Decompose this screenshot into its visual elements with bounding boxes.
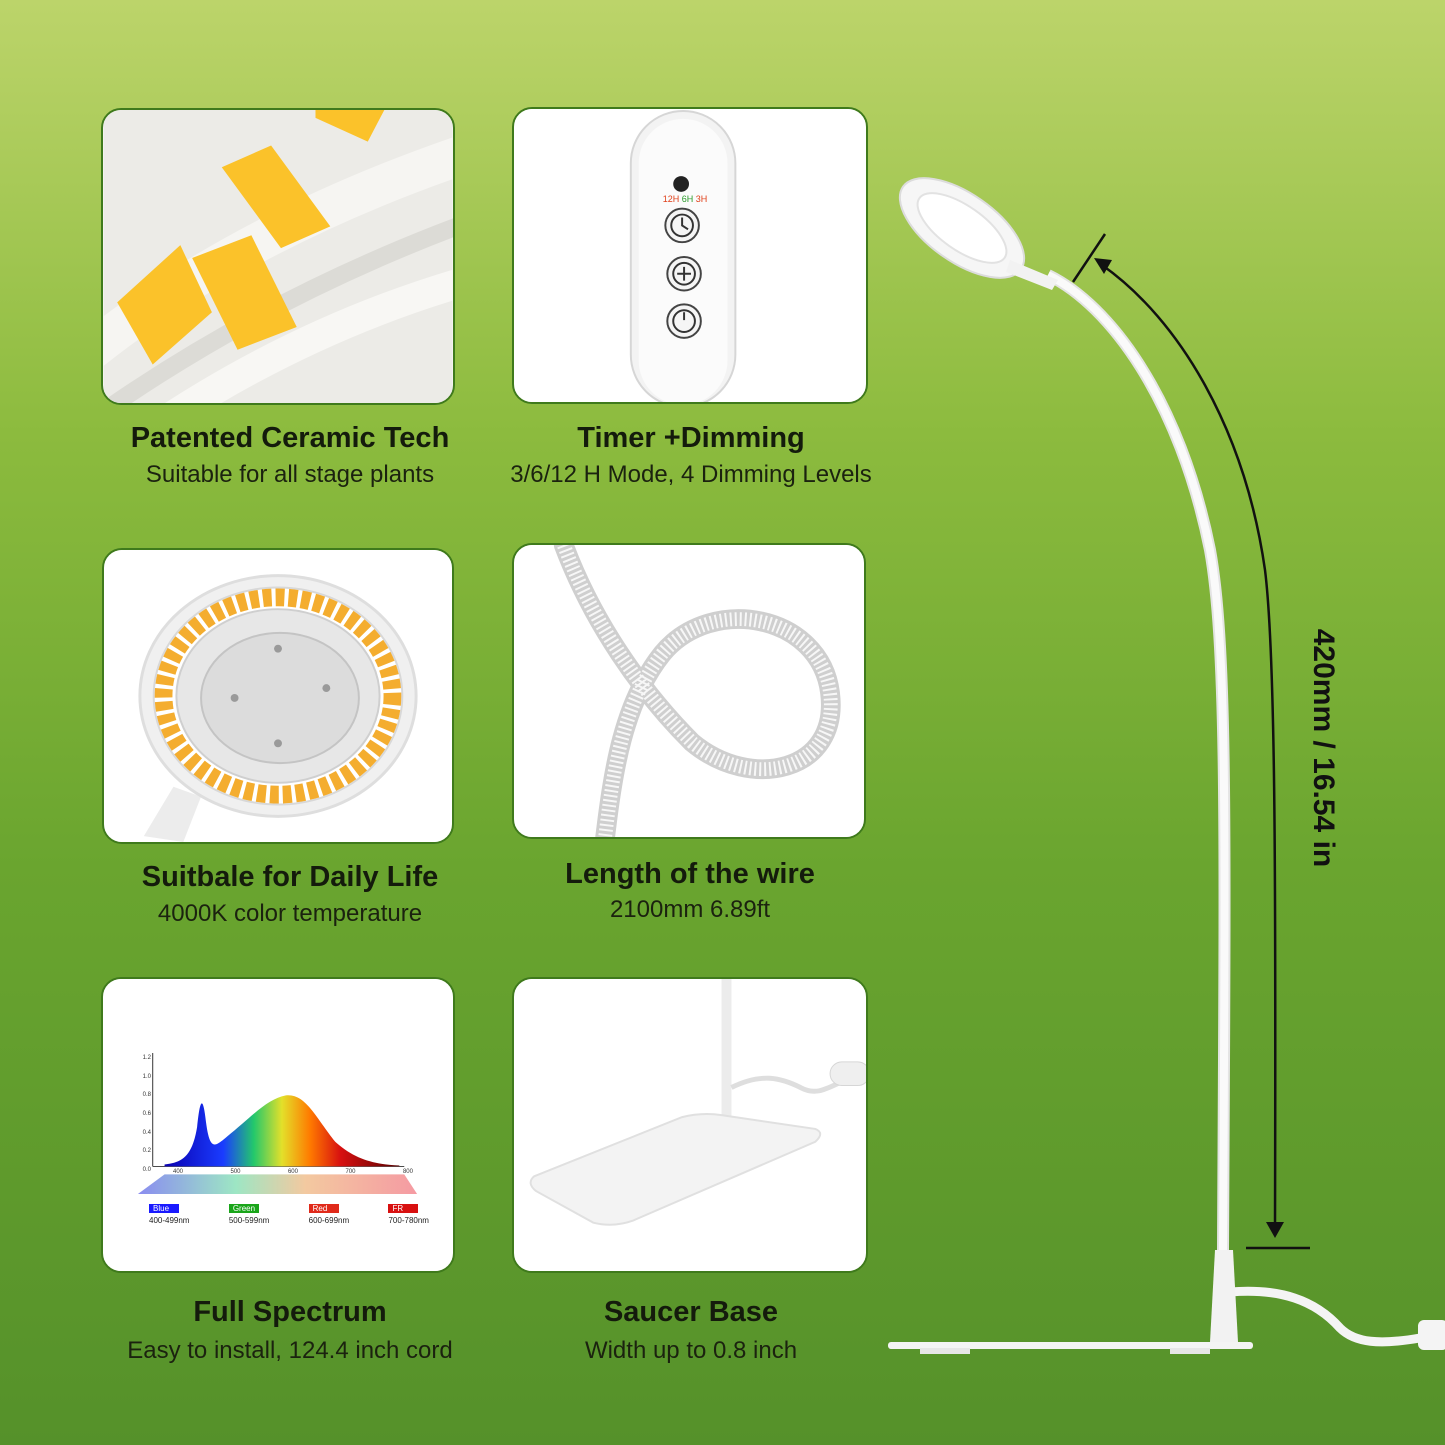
gooseneck-wire-image	[514, 545, 864, 837]
feature-title: Saucer Base	[603, 1296, 779, 1328]
gooseneck-lamp-illustration	[888, 177, 1445, 1354]
feature-subtitle: Suitable for all stage plants	[145, 461, 435, 488]
mode-3h: 3H	[695, 194, 708, 204]
legend-swatch-fr: FR	[388, 1204, 419, 1213]
legend-item-blue: Blue 400-499nm	[149, 1204, 189, 1225]
legend-item-red: Red 600-699nm	[308, 1204, 350, 1225]
x-tick: 500	[230, 1169, 241, 1175]
y-tick: 0.0	[142, 1166, 151, 1173]
spectrum-card: 1.2 1.0 0.8 0.6 0.4 0.2 0.0 400 500 600 …	[101, 977, 455, 1273]
feature-title: Suitbale for Daily Life	[141, 861, 439, 893]
ceramic-chip-image	[103, 110, 453, 403]
feature-subtitle: Easy to install, 124.4 inch cord	[127, 1337, 453, 1364]
legend-range: 400-499nm	[149, 1216, 190, 1225]
feature-title: Full Spectrum	[193, 1296, 387, 1328]
legend-swatch-red: Red	[308, 1204, 339, 1213]
saucer-base-image	[514, 979, 866, 1271]
feature-title: Length of the wire	[565, 858, 815, 890]
spectrum-x-ticks: 400 500 600 700 800	[173, 1169, 413, 1175]
mode-6h: 6H	[681, 194, 694, 204]
x-tick: 400	[173, 1169, 184, 1175]
feature-subtitle: 3/6/12 H Mode, 4 Dimming Levels	[510, 461, 872, 488]
feature-title: Timer +Dimming	[577, 422, 805, 454]
led-ring-card	[102, 548, 454, 844]
legend-item-fr: FR 700-780nm	[388, 1204, 429, 1225]
x-tick: 600	[287, 1169, 298, 1175]
x-tick: 800	[402, 1169, 413, 1175]
legend-swatch-blue: Blue	[149, 1204, 179, 1213]
y-tick: 1.0	[142, 1073, 151, 1080]
spectrum-y-ticks: 1.2 1.0 0.8 0.6 0.4 0.2 0.0	[133, 1055, 151, 1173]
y-tick: 0.2	[142, 1148, 151, 1155]
feature-subtitle: 4000K color temperature	[157, 900, 423, 927]
legend-swatch-green: Green	[228, 1204, 259, 1213]
y-tick: 0.4	[142, 1129, 151, 1136]
timer-remote-image	[514, 109, 866, 402]
spectrum-graph	[103, 979, 453, 1271]
gooseneck-wire-card	[512, 543, 866, 839]
legend-item-green: Green 500-599nm	[228, 1204, 270, 1225]
ceramic-chip-card	[101, 108, 455, 405]
spectrum-legend: Blue 400-499nm Green 500-599nm Red 600-6…	[149, 1204, 429, 1225]
lamp-length-label: 420mm / 16.54 in	[1307, 628, 1340, 868]
mode-12h: 12H	[662, 194, 680, 204]
legend-range: 600-699nm	[308, 1216, 350, 1225]
y-tick: 1.2	[142, 1055, 151, 1061]
legend-range: 700-780nm	[388, 1216, 429, 1225]
legend-range: 500-599nm	[228, 1216, 270, 1225]
y-tick: 0.8	[142, 1092, 151, 1099]
x-tick: 700	[345, 1169, 356, 1175]
feature-subtitle: Width up to 0.8 inch	[584, 1337, 798, 1364]
feature-subtitle: 2100mm 6.89ft	[609, 896, 771, 923]
y-tick: 0.6	[142, 1110, 151, 1117]
timer-remote-card: 12H 6H 3H	[512, 107, 868, 404]
saucer-base-card	[512, 977, 868, 1273]
timer-mode-labels: 12H 6H 3H	[660, 194, 710, 204]
feature-title: Patented Ceramic Tech	[130, 422, 450, 454]
led-ring-image	[104, 550, 452, 842]
